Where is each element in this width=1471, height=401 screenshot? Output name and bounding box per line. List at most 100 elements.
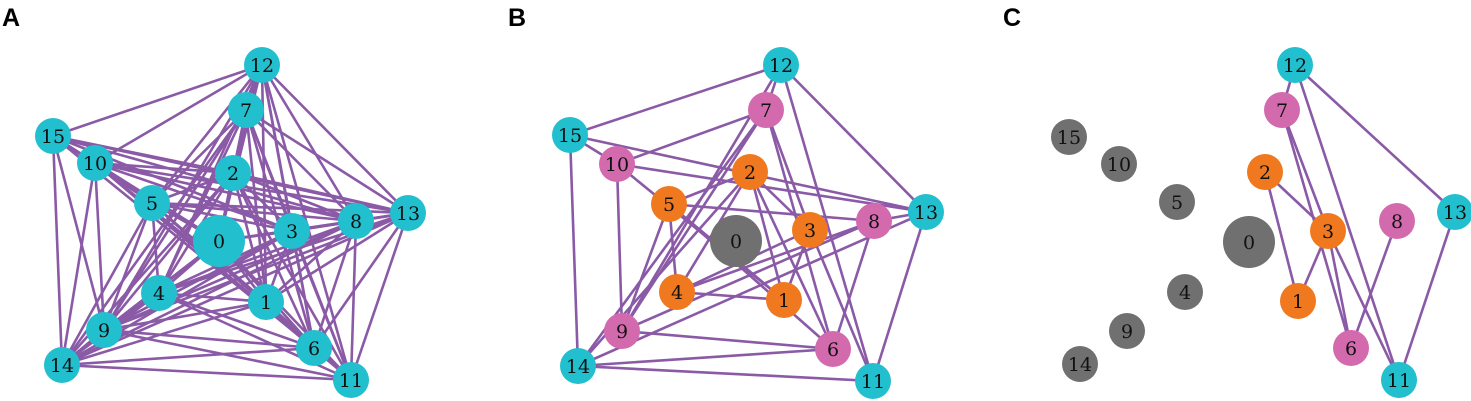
- edge-3-6: [1326, 229, 1353, 350]
- node-label: 14: [50, 355, 74, 377]
- node-label: 14: [1068, 354, 1092, 376]
- node-circle: [1277, 47, 1313, 83]
- node-label: 15: [41, 126, 65, 148]
- node-circle: [651, 186, 687, 222]
- edge-6-14: [576, 347, 835, 368]
- edge-8-5: [667, 202, 876, 223]
- node-label: 5: [663, 194, 675, 216]
- edge-10-7: [615, 108, 768, 166]
- node-circle: [908, 194, 944, 230]
- edge-7-3: [1280, 108, 1330, 233]
- node-12: 12: [244, 47, 280, 83]
- node-circle: [732, 154, 768, 190]
- edge-3-11: [1326, 229, 1401, 382]
- node-label: 3: [804, 220, 816, 242]
- node-4: 4: [141, 275, 177, 311]
- node-11: 11: [1381, 362, 1417, 398]
- node-label: 0: [213, 231, 225, 253]
- node-circle: [1264, 92, 1300, 128]
- node-label: 9: [98, 320, 110, 342]
- edge-10-9: [615, 162, 624, 333]
- edge-8-6: [831, 219, 876, 351]
- node-circle: [248, 284, 284, 320]
- node-8: 8: [1379, 203, 1415, 239]
- node-15: 15: [1051, 119, 1087, 155]
- node-15: 15: [552, 117, 588, 153]
- node-label: 2: [1259, 162, 1271, 184]
- node-label: 4: [153, 283, 165, 305]
- edge-9-6: [102, 328, 316, 350]
- node-15: 15: [35, 118, 71, 154]
- node-5: 5: [1159, 184, 1195, 220]
- edge-14-11: [576, 364, 875, 383]
- edge-8-4: [675, 219, 876, 294]
- node-circle: [1062, 346, 1098, 382]
- node-label: 8: [1391, 211, 1403, 233]
- node-circle: [215, 155, 251, 191]
- edge-13-11: [1397, 210, 1457, 382]
- node-label: 6: [308, 338, 320, 360]
- edge-15-14: [51, 134, 64, 367]
- node-circle: [552, 117, 588, 153]
- node-circle: [1101, 146, 1137, 182]
- node-2: 2: [215, 155, 251, 191]
- node-circle: [1437, 194, 1471, 230]
- edge-2-1: [1263, 170, 1300, 303]
- node-circle: [1159, 184, 1195, 220]
- edge-4-6: [157, 291, 316, 350]
- node-4: 4: [659, 274, 695, 310]
- node-circle: [141, 275, 177, 311]
- node-circle: [193, 215, 245, 267]
- node-circle: [1167, 274, 1203, 310]
- edge-7-4: [157, 108, 248, 295]
- node-label: 15: [558, 125, 582, 147]
- panel-label: B: [508, 4, 526, 32]
- node-4: 4: [1167, 274, 1203, 310]
- node-circle: [134, 185, 170, 221]
- node-8: 8: [856, 203, 892, 239]
- edge-12-13: [779, 63, 928, 214]
- edge-5-8: [150, 201, 358, 223]
- edge-4-11: [157, 291, 353, 382]
- node-6: 6: [815, 331, 851, 367]
- node-9: 9: [86, 312, 122, 348]
- node-label: 10: [1107, 154, 1131, 176]
- edge-6-5: [667, 202, 835, 351]
- node-10: 10: [599, 146, 635, 182]
- edge-8-6: [312, 219, 358, 350]
- node-label: 2: [744, 162, 756, 184]
- node-circle: [1051, 119, 1087, 155]
- edge-7-9: [102, 108, 248, 332]
- edge-15-14: [568, 133, 580, 368]
- edge-12-10: [93, 63, 264, 165]
- node-circle: [390, 195, 426, 231]
- node-3: 3: [1310, 213, 1346, 249]
- edge-8-4: [157, 219, 358, 295]
- edge-7-3: [764, 108, 812, 232]
- node-2: 2: [732, 154, 768, 190]
- node-14: 14: [1062, 346, 1098, 382]
- node-11: 11: [855, 363, 891, 399]
- node-circle: [815, 331, 851, 367]
- node-circle: [659, 274, 695, 310]
- node-label: 9: [1121, 321, 1133, 343]
- edge-7-9: [620, 108, 768, 333]
- edge-12-8: [260, 63, 358, 223]
- panel-label: C: [1003, 4, 1021, 32]
- edge-15-12: [568, 63, 783, 137]
- node-label: 11: [1387, 370, 1411, 392]
- node-9: 9: [604, 313, 640, 349]
- edge-15-9: [51, 134, 106, 332]
- node-label: 10: [83, 153, 107, 175]
- edge-9-1: [102, 300, 268, 332]
- node-label: 0: [1243, 232, 1255, 254]
- node-label: 1: [1292, 291, 1304, 313]
- edge-13-11: [871, 210, 928, 383]
- node-circle: [710, 215, 762, 267]
- node-label: 5: [146, 193, 158, 215]
- node-circle: [228, 92, 264, 128]
- edge-12-15: [51, 63, 264, 138]
